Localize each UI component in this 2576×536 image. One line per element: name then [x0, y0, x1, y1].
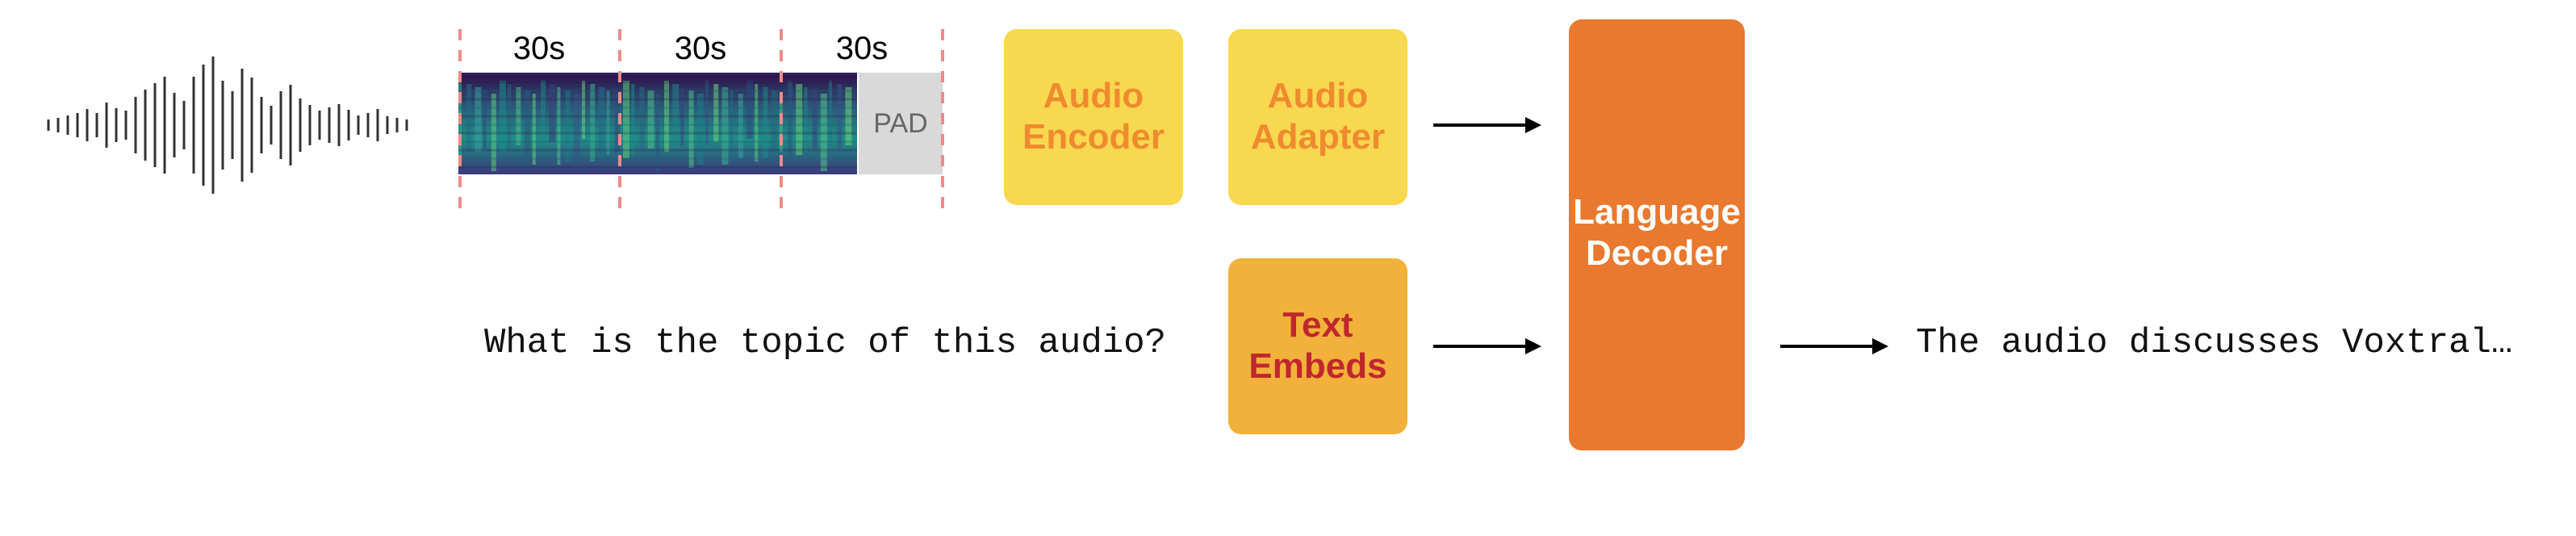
segment-label-2: 30s: [674, 31, 727, 66]
output-text: The audio discusses Voxtral…: [1916, 323, 2513, 363]
pad-label: PAD: [873, 107, 928, 139]
arrow-decoder-to-output: [1780, 338, 1888, 354]
language-decoder-block: Language Decoder: [1569, 19, 1745, 450]
audio-encoder-block: Audio Encoder: [1004, 29, 1183, 205]
audio-waveform-icon: [47, 57, 408, 194]
text-embeds-block: Text Embeds: [1228, 258, 1407, 434]
arrow-embeds-to-decoder: [1433, 338, 1541, 354]
segment-label-3: 30s: [835, 31, 889, 66]
segment-label-1: 30s: [512, 31, 566, 66]
arrow-adapter-to-decoder: [1433, 117, 1541, 133]
segment-dividers: [458, 29, 944, 215]
spectrogram-icon: [458, 73, 857, 174]
audio-adapter-block: Audio Adapter: [1228, 29, 1407, 205]
prompt-text: What is the topic of this audio?: [484, 323, 1166, 363]
pad-block: PAD: [859, 73, 943, 174]
